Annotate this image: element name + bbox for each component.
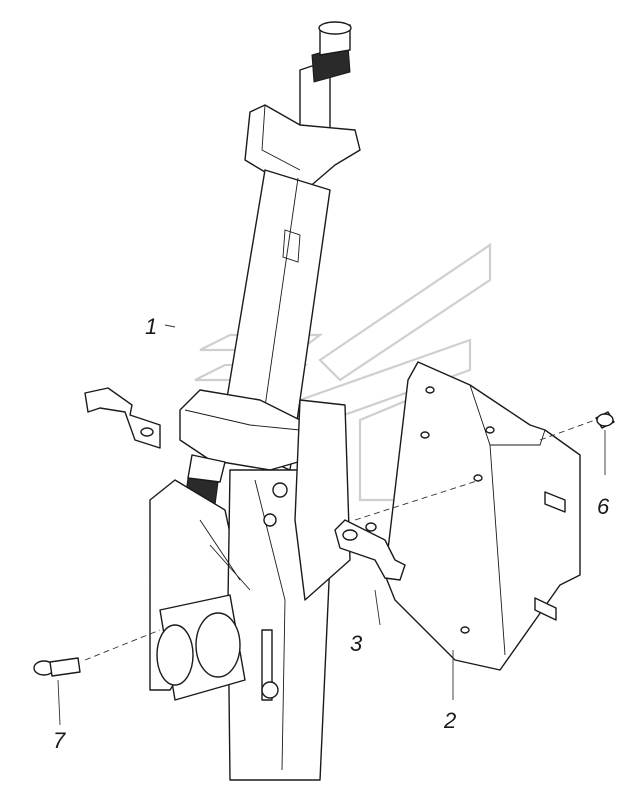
mounting-plate-part-2 bbox=[384, 361, 581, 671]
leader-lines bbox=[57, 324, 606, 726]
clip-bracket-part-3 bbox=[334, 519, 406, 581]
callout-label-7: 7 bbox=[53, 728, 66, 753]
callout-label-6: 6 bbox=[597, 494, 610, 519]
left-clip-bracket bbox=[84, 387, 161, 449]
steering-column-part-1 bbox=[149, 21, 361, 781]
callout-label-1: 1 bbox=[145, 314, 157, 339]
callout-label-3: 3 bbox=[350, 631, 363, 656]
nut-part-6 bbox=[595, 411, 615, 429]
bolt-part-7 bbox=[33, 657, 81, 677]
callout-label-2: 2 bbox=[443, 708, 456, 733]
